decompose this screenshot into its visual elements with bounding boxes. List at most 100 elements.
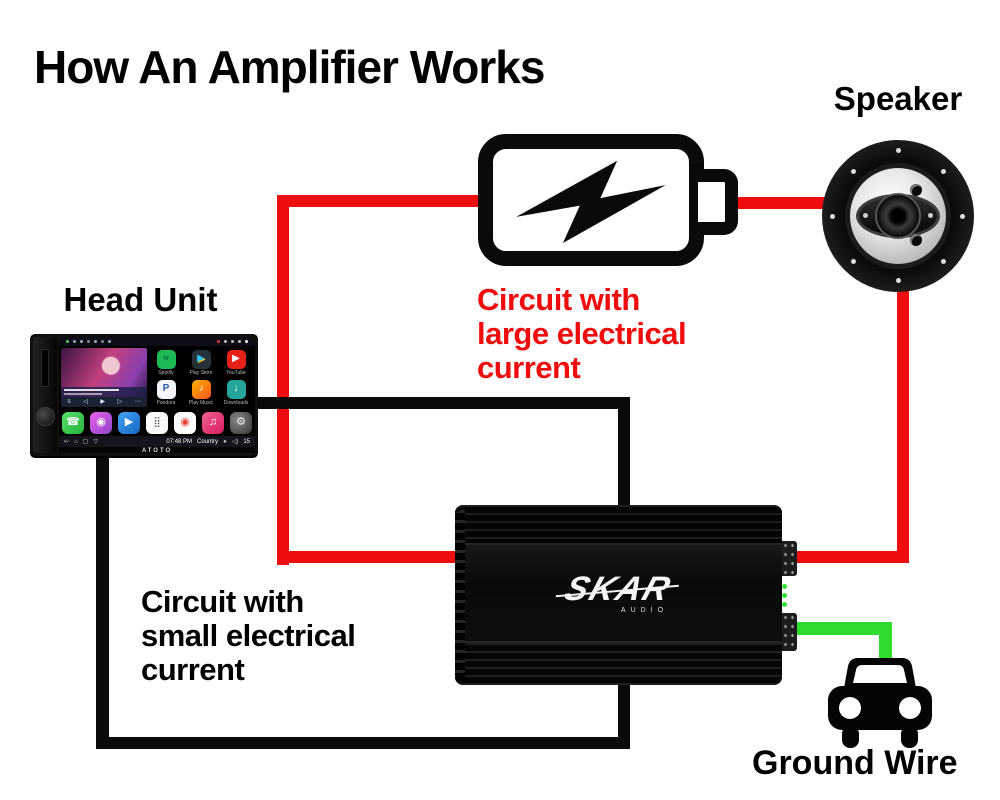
next-icon: ▷ — [117, 399, 123, 405]
hide-icon: ▽ — [93, 438, 98, 445]
apps-drawer-icon: ⣿ — [146, 411, 168, 434]
app-label: Play Store — [189, 369, 213, 376]
head-unit-device: ≡ ◁ ▶ ▷ ⋯ ≈ Spotify ▶ Play Store — [30, 334, 258, 456]
amp-faceplate: SKAR AUDIO — [455, 543, 782, 643]
page-title: How An Amplifier Works — [34, 41, 545, 93]
small-current-line-1: Circuit with — [141, 584, 304, 619]
speaker-tweeter-bottom — [910, 234, 922, 246]
app-label: Play Music — [188, 399, 214, 406]
small-current-annotation: Circuit with small electrical current — [141, 584, 356, 687]
lightning-bolt-icon — [516, 160, 666, 243]
app-dock: ☎ ◉ ▶ ⣿ ◉ ♫ ⚙ — [59, 409, 255, 436]
playback-controls: ≡ ◁ ▶ ▷ ⋯ — [61, 397, 147, 407]
black-wire-bottom-horizontal — [96, 737, 630, 749]
red-wire-speaker-to-amp — [792, 551, 909, 563]
head-unit-volume-knob — [36, 407, 55, 426]
amp-status-leds — [782, 584, 787, 589]
music-icon: ♫ — [202, 411, 224, 434]
red-wire-speaker-down-vertical — [897, 272, 909, 563]
black-wire-from-amp-bottom — [618, 678, 630, 749]
small-current-line-2: small electrical — [141, 618, 356, 653]
amp-top-heatsink — [455, 505, 782, 543]
amplifier-device: SKAR AUDIO — [455, 505, 797, 685]
app-label: YouTube — [226, 369, 246, 376]
large-current-line-2: large electrical — [477, 316, 687, 351]
speaker-bridge-screw-left — [863, 213, 868, 218]
head-unit-brand: ATOTO — [59, 447, 255, 453]
phone-icon: ☎ — [62, 411, 84, 434]
home-icon: ⌂ — [74, 438, 78, 445]
small-current-line-3: current — [141, 652, 245, 687]
speaker-tweeter-top — [910, 184, 922, 196]
youtube-icon: ▶ — [226, 349, 246, 369]
play-icon: ▶ — [100, 399, 106, 405]
player-icon: ▶ — [118, 411, 140, 434]
amp-ground-terminal — [782, 613, 797, 651]
red-wire-battery-to-speaker — [728, 197, 843, 209]
status-icons-left — [66, 340, 69, 343]
volume-level: 15 — [243, 438, 250, 445]
spotify-icon: ≈ — [156, 349, 176, 369]
ground-wire-label: Ground Wire — [752, 744, 958, 782]
black-wire-headunit-down-vertical — [96, 448, 109, 749]
app-label: Downloads — [223, 399, 249, 406]
app-spotify: ≈ Spotify — [149, 348, 183, 377]
head-unit-nav-bar: ↩ ⌂ ▢ ▽ 07:48 PM Country ● ◁) 15 — [59, 436, 255, 447]
previous-icon: ◁ — [83, 399, 88, 405]
app-play-music: ♪ Play Music — [184, 378, 218, 407]
head-unit-status-bar — [59, 337, 255, 346]
radio-icon: ◉ — [90, 411, 112, 434]
back-icon: ↩ — [64, 438, 70, 445]
status-icons-right — [245, 340, 248, 343]
app-downloads: ↓ Downloads — [219, 378, 253, 407]
app-label: Pandora — [156, 399, 176, 406]
source-text: Country — [197, 438, 219, 445]
app-youtube: ▶ YouTube — [219, 348, 253, 377]
volume-speaker-icon: ◁) — [231, 438, 239, 445]
speaker-bridge-screw-right — [928, 213, 933, 218]
amp-brand-logo: SKAR — [556, 570, 680, 608]
large-current-line-1: Circuit with — [477, 282, 640, 317]
album-art: ≡ ◁ ▶ ▷ ⋯ — [61, 348, 147, 407]
head-unit-screen: ≡ ◁ ▶ ▷ ⋯ ≈ Spotify ▶ Play Store — [59, 337, 255, 453]
maps-icon: ◉ — [174, 411, 196, 434]
black-wire-headunit-to-amp-horizontal — [248, 397, 630, 409]
clock-text: 07:48 PM — [166, 438, 193, 445]
black-wire-into-amp-top — [618, 397, 630, 509]
head-unit-side-panel — [33, 337, 57, 453]
amp-speaker-terminal — [782, 541, 797, 576]
green-ground-wire-horizontal — [790, 622, 892, 635]
app-label: Spotify — [158, 369, 174, 376]
pandora-icon: P — [156, 379, 176, 399]
red-wire-headunit-to-battery-horizontal — [277, 195, 487, 207]
red-wire-to-amp-left — [277, 551, 467, 563]
car-icon — [828, 658, 932, 748]
app-pandora: P Pandora — [149, 378, 183, 407]
queue-icon: ≡ — [67, 399, 71, 405]
song-caption-bar — [61, 387, 147, 397]
green-ground-wire-to-car — [879, 622, 892, 664]
bell-icon: ● — [223, 438, 227, 445]
play-store-icon: ▶ — [191, 349, 211, 369]
play-music-icon: ♪ — [191, 379, 211, 399]
app-play-store: ▶ Play Store — [184, 348, 218, 377]
screen-icon: ▢ — [82, 438, 89, 445]
large-current-annotation: Circuit with large electrical current — [477, 282, 687, 385]
speaker-screws — [822, 140, 827, 145]
large-current-line-3: current — [477, 350, 581, 385]
battery-terminal — [698, 169, 738, 235]
amp-bottom-heatsink — [455, 643, 782, 685]
speaker-tweeter-center — [875, 193, 921, 239]
amp-brand-sub: AUDIO — [620, 607, 669, 614]
app-grid: ≈ Spotify ▶ Play Store ▶ YouTube P Pando… — [149, 348, 253, 407]
head-unit-disc-slot — [41, 349, 49, 387]
battery-icon — [478, 134, 704, 266]
downloads-icon: ↓ — [226, 379, 246, 399]
red-wire-left-vertical — [277, 195, 289, 565]
settings-gear-icon: ⚙ — [230, 411, 252, 434]
head-unit-main-area: ≡ ◁ ▶ ▷ ⋯ ≈ Spotify ▶ Play Store — [59, 346, 255, 409]
speaker-label: Speaker — [833, 80, 963, 117]
head-unit-label: Head Unit — [63, 281, 218, 318]
more-icon: ⋯ — [134, 399, 141, 405]
